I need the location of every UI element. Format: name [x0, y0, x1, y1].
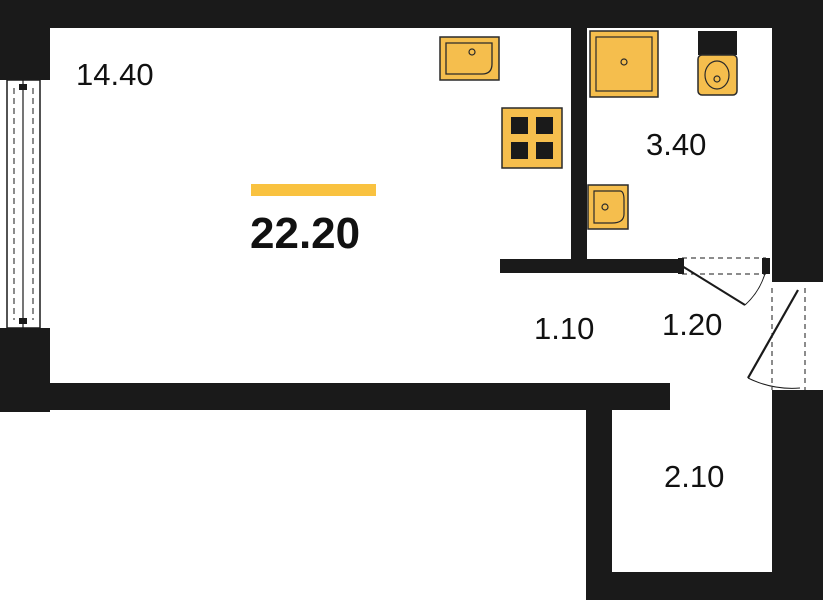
toilet-icon — [697, 31, 738, 96]
window-left — [6, 79, 41, 329]
wall-lower-left — [586, 392, 612, 600]
shower-tray-icon — [589, 30, 659, 98]
entrance-door[interactable] — [747, 288, 806, 390]
wall-bath-vertical — [571, 28, 587, 273]
wall-bottom — [586, 572, 823, 600]
room-area-entry: 1.20 — [662, 307, 723, 342]
total-accent-bar — [251, 184, 376, 196]
wall-left-upper — [0, 0, 50, 80]
room-area-bathroom: 3.40 — [646, 127, 707, 162]
bathroom-sink-icon — [587, 184, 629, 230]
wall-right-lower — [772, 390, 823, 600]
bathroom-door[interactable] — [678, 257, 770, 306]
room-area-living: 14.40 — [76, 57, 154, 92]
wall-right-upper — [772, 0, 823, 282]
cooktop-icon — [501, 107, 563, 169]
room-area-hall: 1.10 — [534, 311, 595, 346]
wall-bath-horizontal — [500, 259, 682, 273]
total-area: 22.20 — [250, 209, 361, 258]
kitchen-sink-icon — [439, 36, 500, 81]
wall-top — [0, 0, 823, 28]
room-area-storage: 2.10 — [664, 459, 725, 494]
wall-bottom-living — [0, 383, 670, 410]
